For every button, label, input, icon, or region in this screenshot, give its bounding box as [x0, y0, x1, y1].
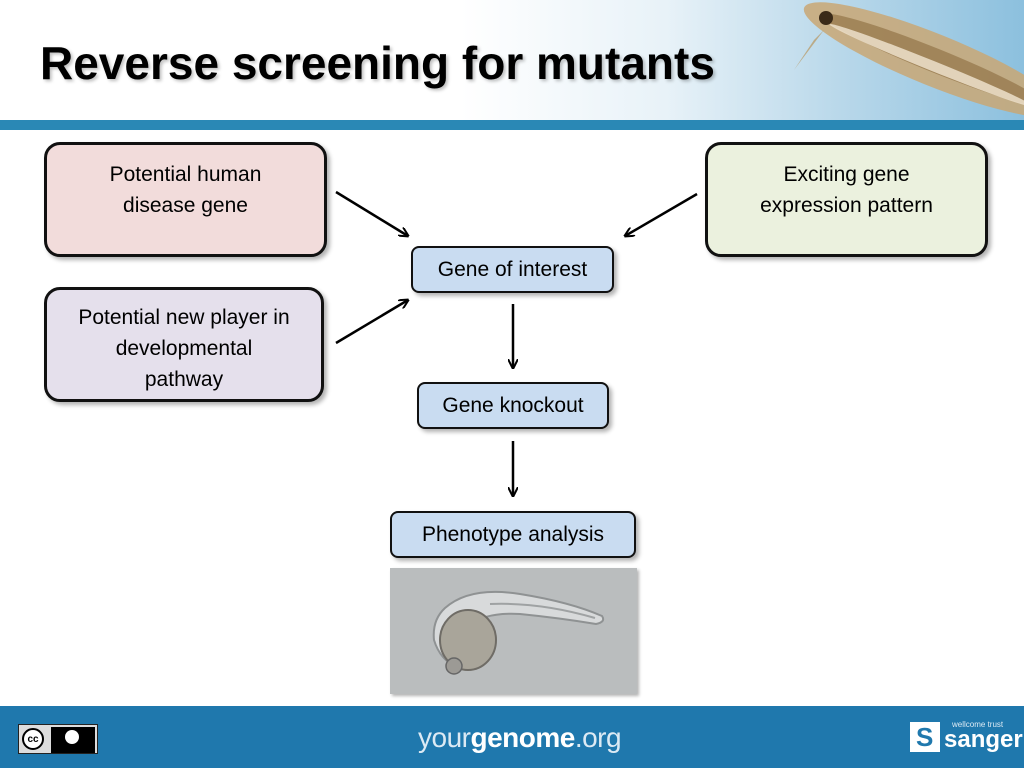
node-phenotype-analysis-label: Phenotype analysis [421, 522, 605, 546]
node-new-player: Potential new player in developmental pa… [44, 287, 324, 402]
node-expression-pattern-label: Exciting gene expression pattern [760, 163, 933, 217]
cc-circle-icon: cc [22, 728, 44, 750]
node-expression-pattern: Exciting gene expression pattern [705, 142, 988, 257]
header-divider [0, 120, 1024, 130]
embryo-image [390, 568, 637, 694]
edge-expression-to-gene [625, 192, 698, 236]
node-human-disease-gene-label: Potential human disease gene [109, 163, 262, 217]
partner-name: sanger [944, 726, 1023, 753]
node-gene-knockout: Gene knockout [417, 382, 609, 429]
site-suffix: .org [574, 722, 622, 753]
cc-by-icon: cc [18, 724, 98, 754]
slide-header: Reverse screening for mutants [0, 0, 1024, 120]
slide-title: Reverse screening for mutants [40, 37, 715, 89]
node-phenotype-analysis: Phenotype analysis [390, 511, 636, 558]
slide-footer: cc yourgenome.org wellcome trust sanger [0, 706, 1024, 768]
by-icon [51, 727, 95, 753]
node-new-player-label: Potential new player in developmental pa… [78, 306, 290, 391]
site-prefix: your [418, 722, 471, 753]
node-gene-of-interest: Gene of interest [411, 246, 614, 293]
site-bold: genome [470, 722, 575, 753]
node-gene-of-interest-label: Gene of interest [437, 257, 588, 281]
edge-new-player-to-gene [335, 300, 408, 345]
edge-human-disease-to-gene [335, 190, 408, 236]
sanger-mark-icon [910, 722, 940, 753]
node-human-disease-gene: Potential human disease gene [44, 142, 327, 257]
zebrafish-image [794, 2, 1024, 118]
site-wordmark: yourgenome.org [418, 722, 622, 754]
node-gene-knockout-label: Gene knockout [442, 393, 584, 417]
partner-small-text: wellcome trust [952, 720, 1004, 729]
sanger-logo-icon: wellcome trust sanger [910, 720, 1023, 754]
